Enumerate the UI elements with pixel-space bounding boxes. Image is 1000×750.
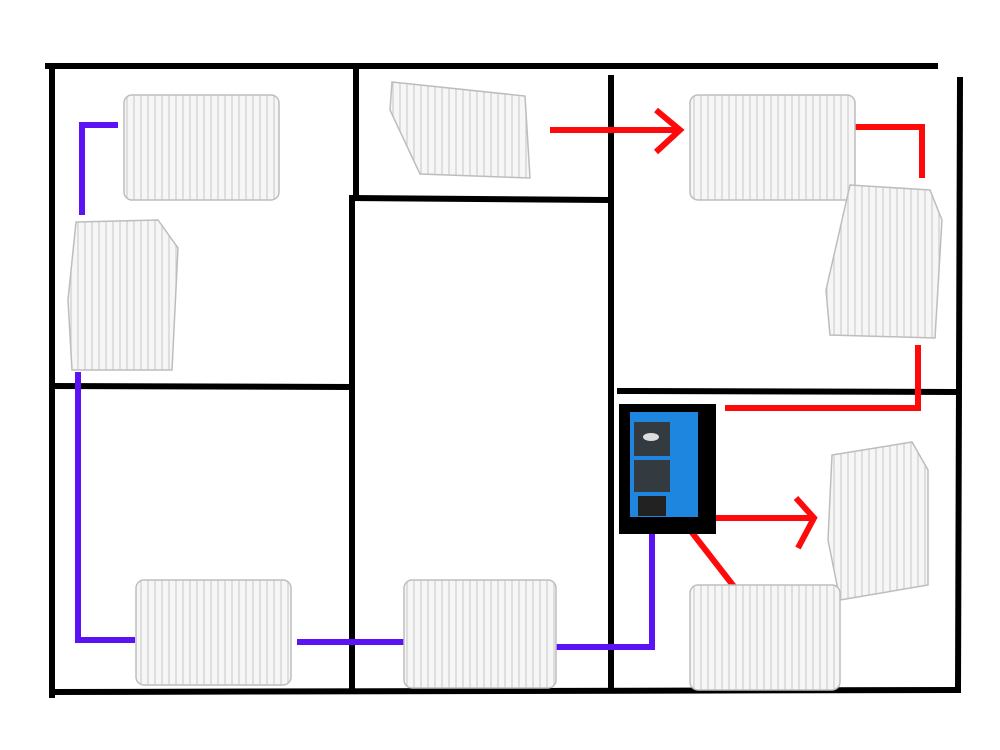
supply-pipes [550, 107, 925, 622]
radiator [123, 94, 280, 201]
return-pipes [75, 122, 655, 650]
boiler-bottom-door [634, 460, 670, 492]
wall-inner-2 [348, 194, 610, 204]
wall-inner-5 [616, 387, 959, 396]
radiator [689, 94, 856, 201]
boiler [619, 404, 716, 534]
return-pipe [556, 505, 655, 650]
wall-right [954, 76, 964, 694]
wall-inner-4 [48, 382, 354, 391]
radiator [827, 441, 929, 601]
radiator [67, 219, 179, 371]
return-pipe [79, 122, 118, 215]
supply-pipe [855, 124, 925, 178]
radiator [389, 81, 531, 179]
walls [45, 63, 964, 698]
radiator [825, 184, 943, 339]
radiator [403, 579, 557, 689]
return-pipe [75, 372, 135, 643]
radiators [67, 81, 943, 691]
supply-pipe [725, 345, 921, 411]
boiler-ash-door [638, 496, 666, 516]
boiler-logo [643, 433, 659, 441]
arrow-head-icon [653, 107, 685, 155]
arrow-head-icon [793, 495, 818, 550]
radiator [689, 584, 841, 691]
radiator [135, 579, 292, 686]
